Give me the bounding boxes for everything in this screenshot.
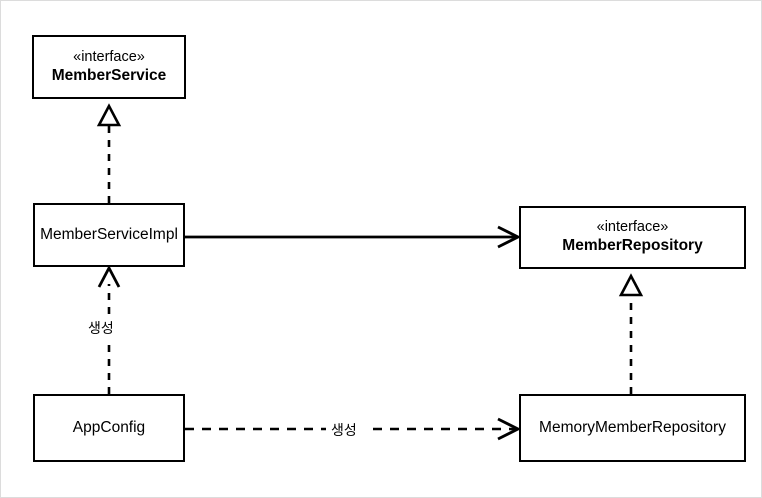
- class-box-member-repository[interactable]: «interface» MemberRepository: [519, 206, 746, 269]
- class-name-label: MemberService: [51, 66, 167, 84]
- class-box-member-service-impl[interactable]: MemberServiceImpl: [33, 203, 185, 267]
- stereotype-label: «interface»: [73, 48, 145, 65]
- edge-memory-realizes-repository: [618, 273, 644, 394]
- open-v-arrowhead: [497, 417, 522, 441]
- stereotype-label: «interface»: [596, 219, 669, 236]
- class-name-label: AppConfig: [72, 418, 146, 436]
- edge-appconfig-creates-memory: [185, 417, 522, 441]
- edge-impl-realizes-service: [96, 103, 122, 203]
- class-box-member-service[interactable]: «interface» MemberService: [32, 35, 186, 99]
- open-v-arrowhead: [497, 225, 522, 249]
- class-box-app-config[interactable]: AppConfig: [33, 394, 185, 462]
- class-box-memory-member-repository[interactable]: MemoryMemberRepository: [519, 394, 746, 462]
- edge-label-create-bottom: 생성: [328, 422, 360, 438]
- hollow-triangle-arrowhead: [96, 103, 122, 127]
- edge-impl-uses-repository: [185, 225, 522, 249]
- class-name-label: MemberRepository: [562, 237, 703, 255]
- edge-appconfig-creates-impl: [97, 264, 121, 394]
- hollow-triangle-arrowhead: [618, 273, 644, 297]
- open-v-arrowhead: [97, 264, 121, 288]
- edge-label-create-left: 생성: [85, 320, 117, 336]
- class-name-label: MemberServiceImpl: [40, 225, 178, 243]
- class-name-label: MemoryMemberRepository: [539, 418, 726, 436]
